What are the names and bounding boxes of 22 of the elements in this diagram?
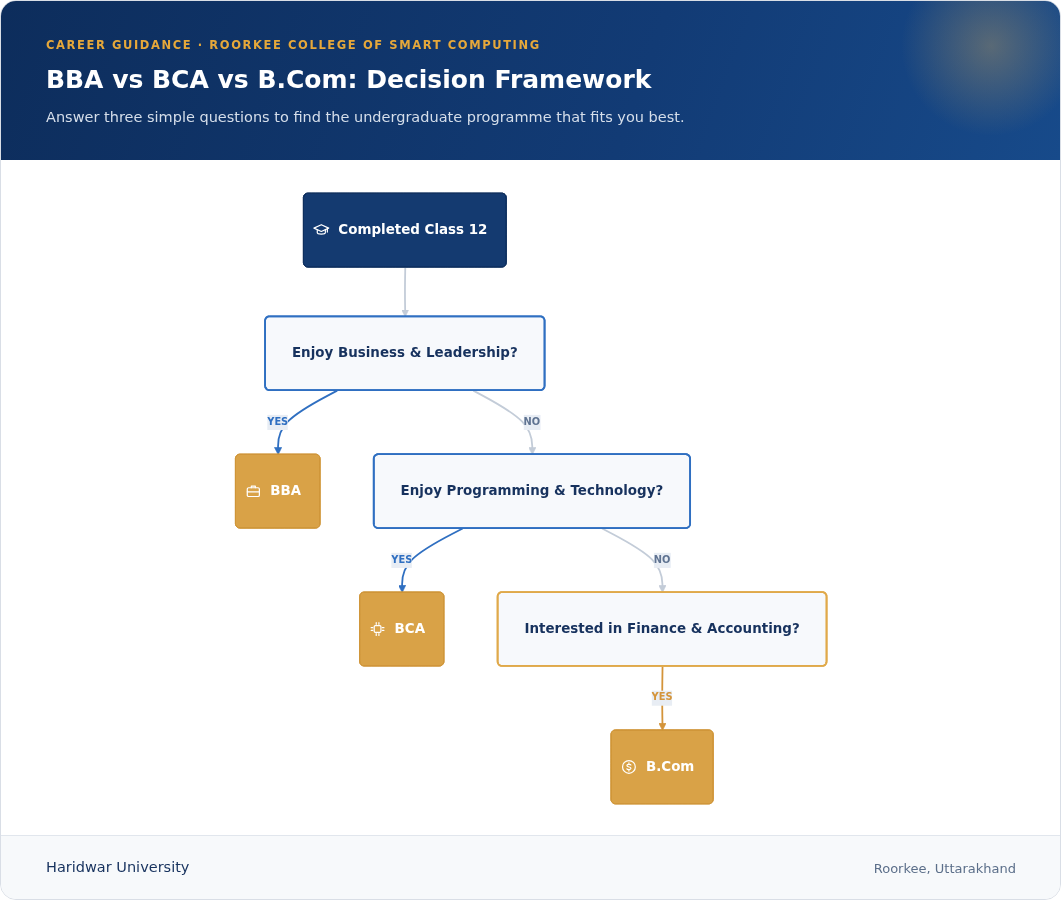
edge-label: YES <box>651 690 673 706</box>
subtitle: Answer three simple questions to find the undergraduate programme that fits you best. <box>46 109 685 125</box>
edge-label: NO <box>653 552 671 568</box>
question-box: Enjoy Programming & Technology? <box>372 453 691 529</box>
arrow <box>401 266 410 318</box>
edge-label: YES <box>391 552 413 568</box>
location-text: Roorkee, Uttarakhand <box>873 861 1016 876</box>
arrow <box>274 389 339 455</box>
arrow <box>472 389 537 455</box>
arrow <box>601 527 667 593</box>
title: BBA vs BCA vs B.Com: Decision Framework <box>46 65 652 94</box>
outcome-box: BCA <box>359 591 445 667</box>
kicker-text: CAREER GUIDANCE · ROORKEE COLLEGE OF SMART COMPUTING <box>46 38 541 52</box>
outcome-box: BBA <box>234 453 321 529</box>
start-box: Completed Class 12 <box>302 192 507 268</box>
question-box: Enjoy Business & Leadership? <box>264 315 546 392</box>
question-box: Interested in Finance & Accounting? <box>496 591 828 667</box>
outcome-box: B.Com <box>610 729 714 805</box>
edge-label: YES <box>267 414 289 430</box>
arrow <box>398 527 464 593</box>
edge-label: NO <box>523 414 541 430</box>
university-name: Haridwar University <box>46 859 190 875</box>
